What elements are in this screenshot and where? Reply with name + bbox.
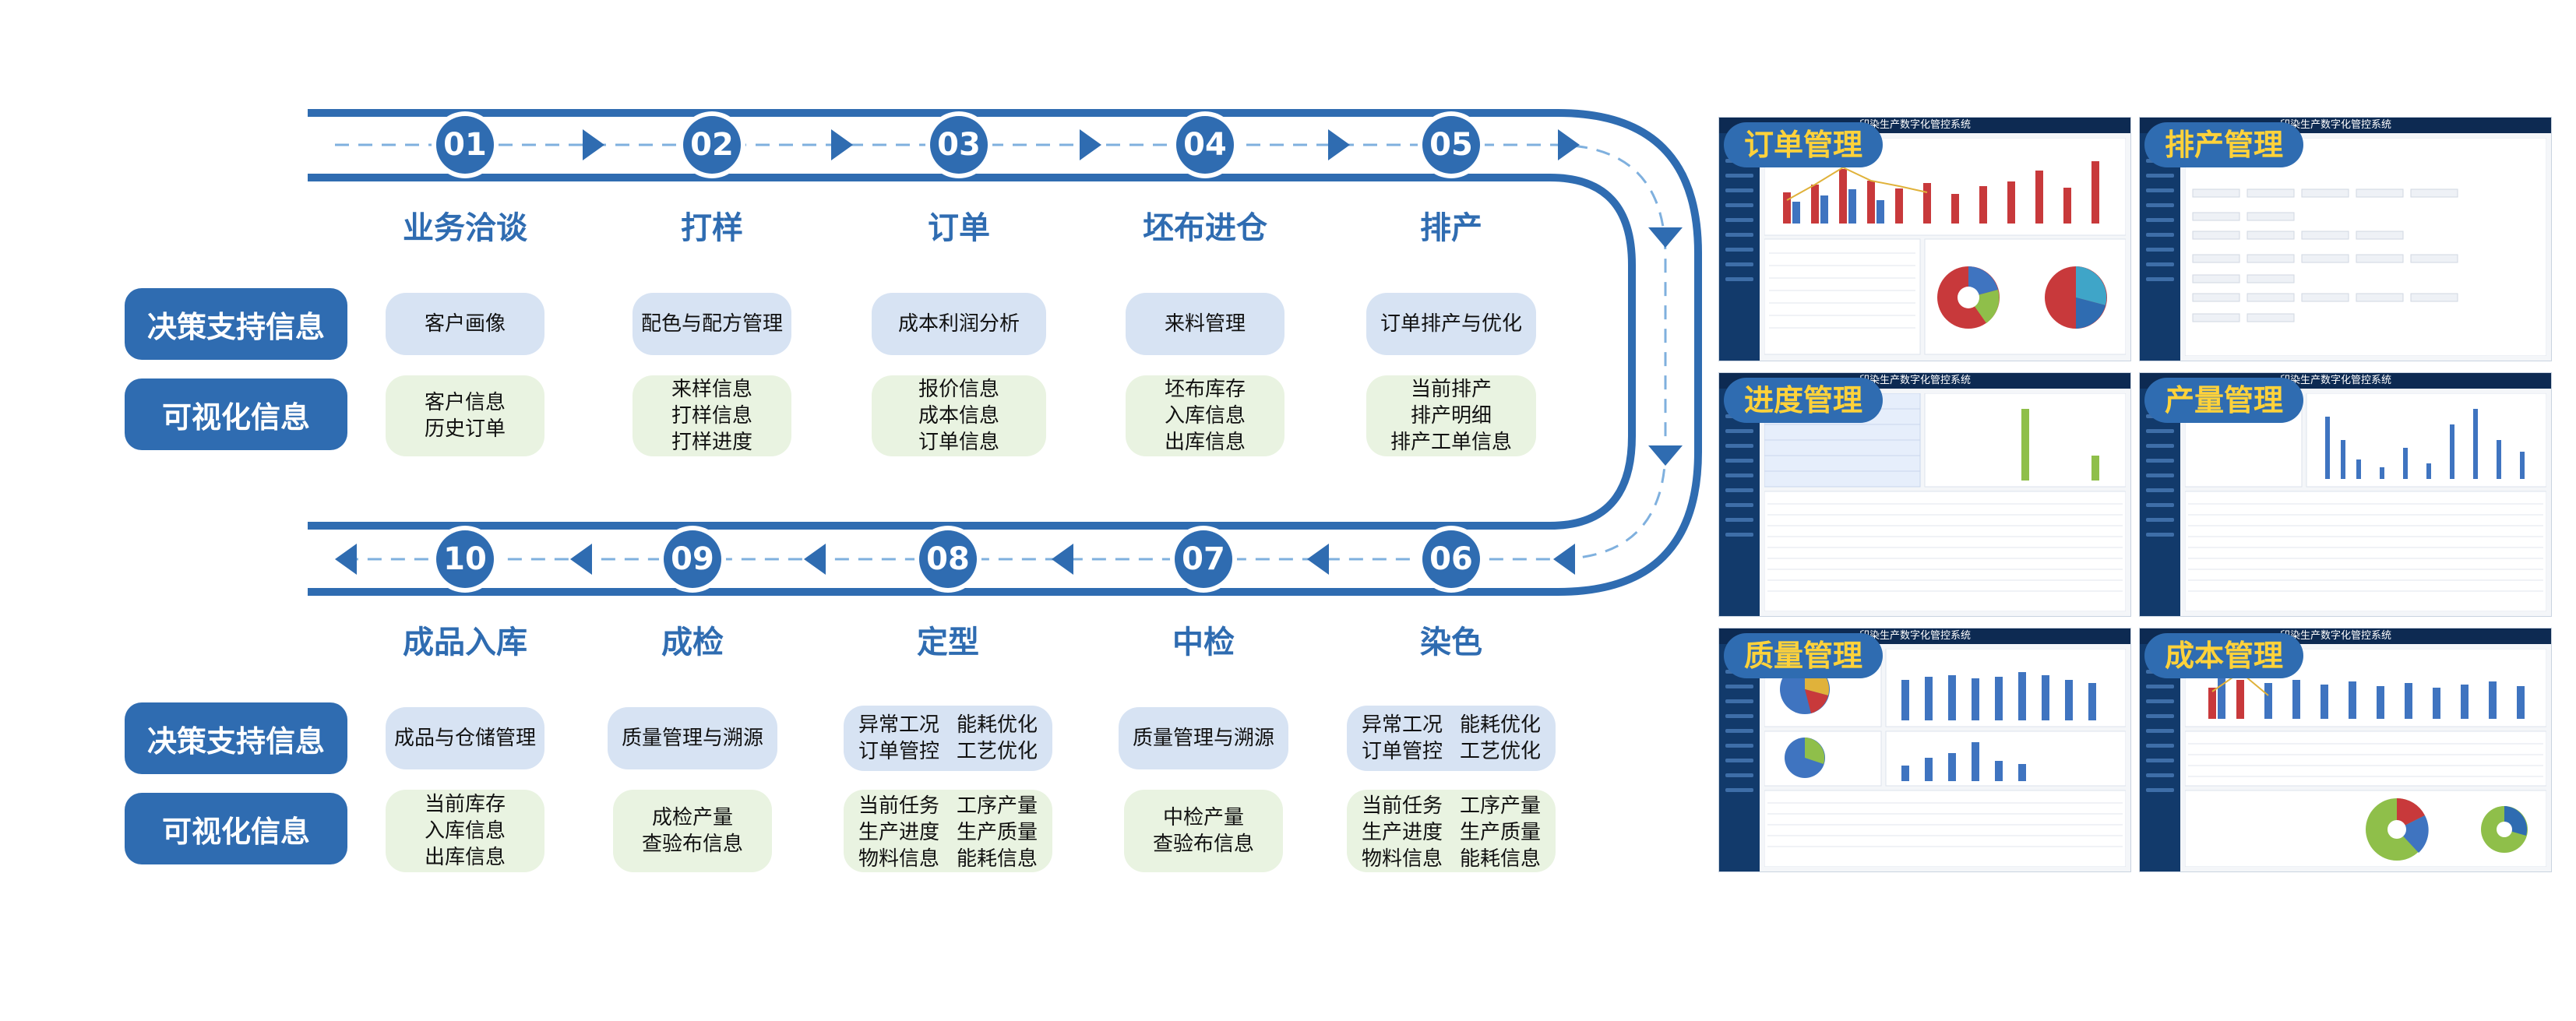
visual-pill-06-right: 工序产量 生产质量 能耗信息 [1460,794,1542,871]
step-title-06: 染色 [1420,625,1482,660]
visual-pill-09: 成检产量 查验布信息 [613,790,772,872]
screen-body [2184,137,2547,357]
decision-pill-06-left: 异常工况 订单管控 [1361,713,1443,763]
step-title-09: 成检 [661,625,724,660]
screen-body [2184,393,2547,612]
visual-pill-06-left: 当前任务 生产进度 物料信息 [1361,794,1443,871]
step-title-07: 中检 [1172,625,1235,660]
screen-sidebar [2140,644,2180,871]
step-number-08: 08 [919,530,977,588]
screen-badge: 成本管理 [2144,633,2304,678]
visual-pill-07: 中检产量 查验布信息 [1124,790,1283,872]
step-number-07: 07 [1175,530,1232,588]
screen-sidebar [2140,389,2180,616]
screen-body [1764,137,2127,356]
screen-sidebar [1719,389,1760,616]
scheduling-dashboard-graphic [2184,137,2547,357]
output-management-screen: 印染生产数字化管控系统 产量管理 [2139,372,2552,617]
step-number-10: 10 [436,530,494,588]
step-number-09: 09 [664,530,721,588]
decision-pill-04: 来料管理 [1126,293,1284,355]
visual-pill-08-right: 工序产量 生产质量 能耗信息 [957,794,1038,871]
step-number-05: 05 [1422,116,1480,174]
visual-pill-08: 当前任务 生产进度 物料信息 工序产量 生产质量 能耗信息 [844,790,1052,872]
decision-pill-01: 客户画像 [386,293,544,355]
screen-body [1764,393,2127,612]
screen-badge: 质量管理 [1724,633,1884,678]
progress-dashboard-graphic [1764,393,2127,612]
visual-pill-05: 当前排产 排产明细 排产工单信息 [1366,375,1536,456]
screen-sidebar [2140,133,2180,361]
decision-pill-07: 质量管理与溯源 [1119,707,1288,769]
step-title-04: 坯布进仓 [1143,210,1267,246]
cost-management-screen: 印染生产数字化管控系统 成本管理 [2139,628,2552,872]
step-number-02: 02 [683,116,741,174]
top-visual-label: 可视化信息 [125,378,347,450]
screen-body [1764,648,2127,868]
screen-badge: 订单管理 [1724,122,1884,167]
cost-dashboard-graphic [2184,648,2547,868]
screen-badge: 排产管理 [2144,122,2304,167]
visual-pill-10: 当前库存 入库信息 出库信息 [386,790,544,872]
step-title-05: 排产 [1420,210,1482,246]
bottom-decision-label: 决策支持信息 [125,702,347,774]
quality-management-screen: 印染生产数字化管控系统 质量管理 [1718,628,2131,872]
top-decision-label: 决策支持信息 [125,288,347,360]
step-title-02: 打样 [681,210,743,246]
quality-dashboard-graphic [1764,648,2127,868]
screen-body [2184,648,2547,868]
progress-management-screen: 印染生产数字化管控系统 进度管理 [1718,372,2131,617]
step-number-01: 01 [436,116,494,174]
decision-pill-09: 质量管理与溯源 [608,707,777,769]
order-management-screen: 印染生产数字化管控系统 [1718,117,2131,361]
visual-pill-08-left: 当前任务 生产进度 物料信息 [858,794,939,871]
scheduling-management-screen: 印染生产数字化管控系统 排产管理 [2139,117,2552,361]
step-number-06: 06 [1422,530,1480,588]
decision-pill-08-left: 异常工况 订单管控 [858,713,939,763]
step-number-04: 04 [1176,116,1234,174]
output-dashboard-graphic [2184,393,2547,612]
decision-pill-08: 异常工况 订单管控 能耗优化 工艺优化 [844,706,1052,771]
visual-pill-04: 坯布库存 入库信息 出库信息 [1126,375,1284,456]
decision-pill-10: 成品与仓储管理 [386,707,544,769]
screen-badge: 进度管理 [1724,378,1884,423]
bottom-visual-label: 可视化信息 [125,793,347,864]
order-dashboard-graphic [1764,137,2127,355]
step-number-03: 03 [930,116,988,174]
step-title-08: 定型 [917,625,979,660]
visual-pill-06: 当前任务 生产进度 物料信息 工序产量 生产质量 能耗信息 [1347,790,1556,872]
decision-pill-06-right: 能耗优化 工艺优化 [1460,713,1542,763]
screen-badge: 产量管理 [2144,378,2304,423]
step-title-10: 成品入库 [403,625,527,660]
decision-pill-05: 订单排产与优化 [1366,293,1536,355]
step-title-03: 订单 [928,210,990,246]
decision-pill-02: 配色与配方管理 [633,293,791,355]
decision-pill-06: 异常工况 订单管控 能耗优化 工艺优化 [1347,706,1556,771]
decision-pill-08-right: 能耗优化 工艺优化 [957,713,1038,763]
step-title-01: 业务洽谈 [403,210,527,246]
screen-sidebar [1719,644,1760,871]
visual-pill-01: 客户信息 历史订单 [386,375,544,456]
decision-pill-03: 成本利润分析 [872,293,1046,355]
visual-pill-03: 报价信息 成本信息 订单信息 [872,375,1046,456]
visual-pill-02: 来样信息 打样信息 打样进度 [633,375,791,456]
